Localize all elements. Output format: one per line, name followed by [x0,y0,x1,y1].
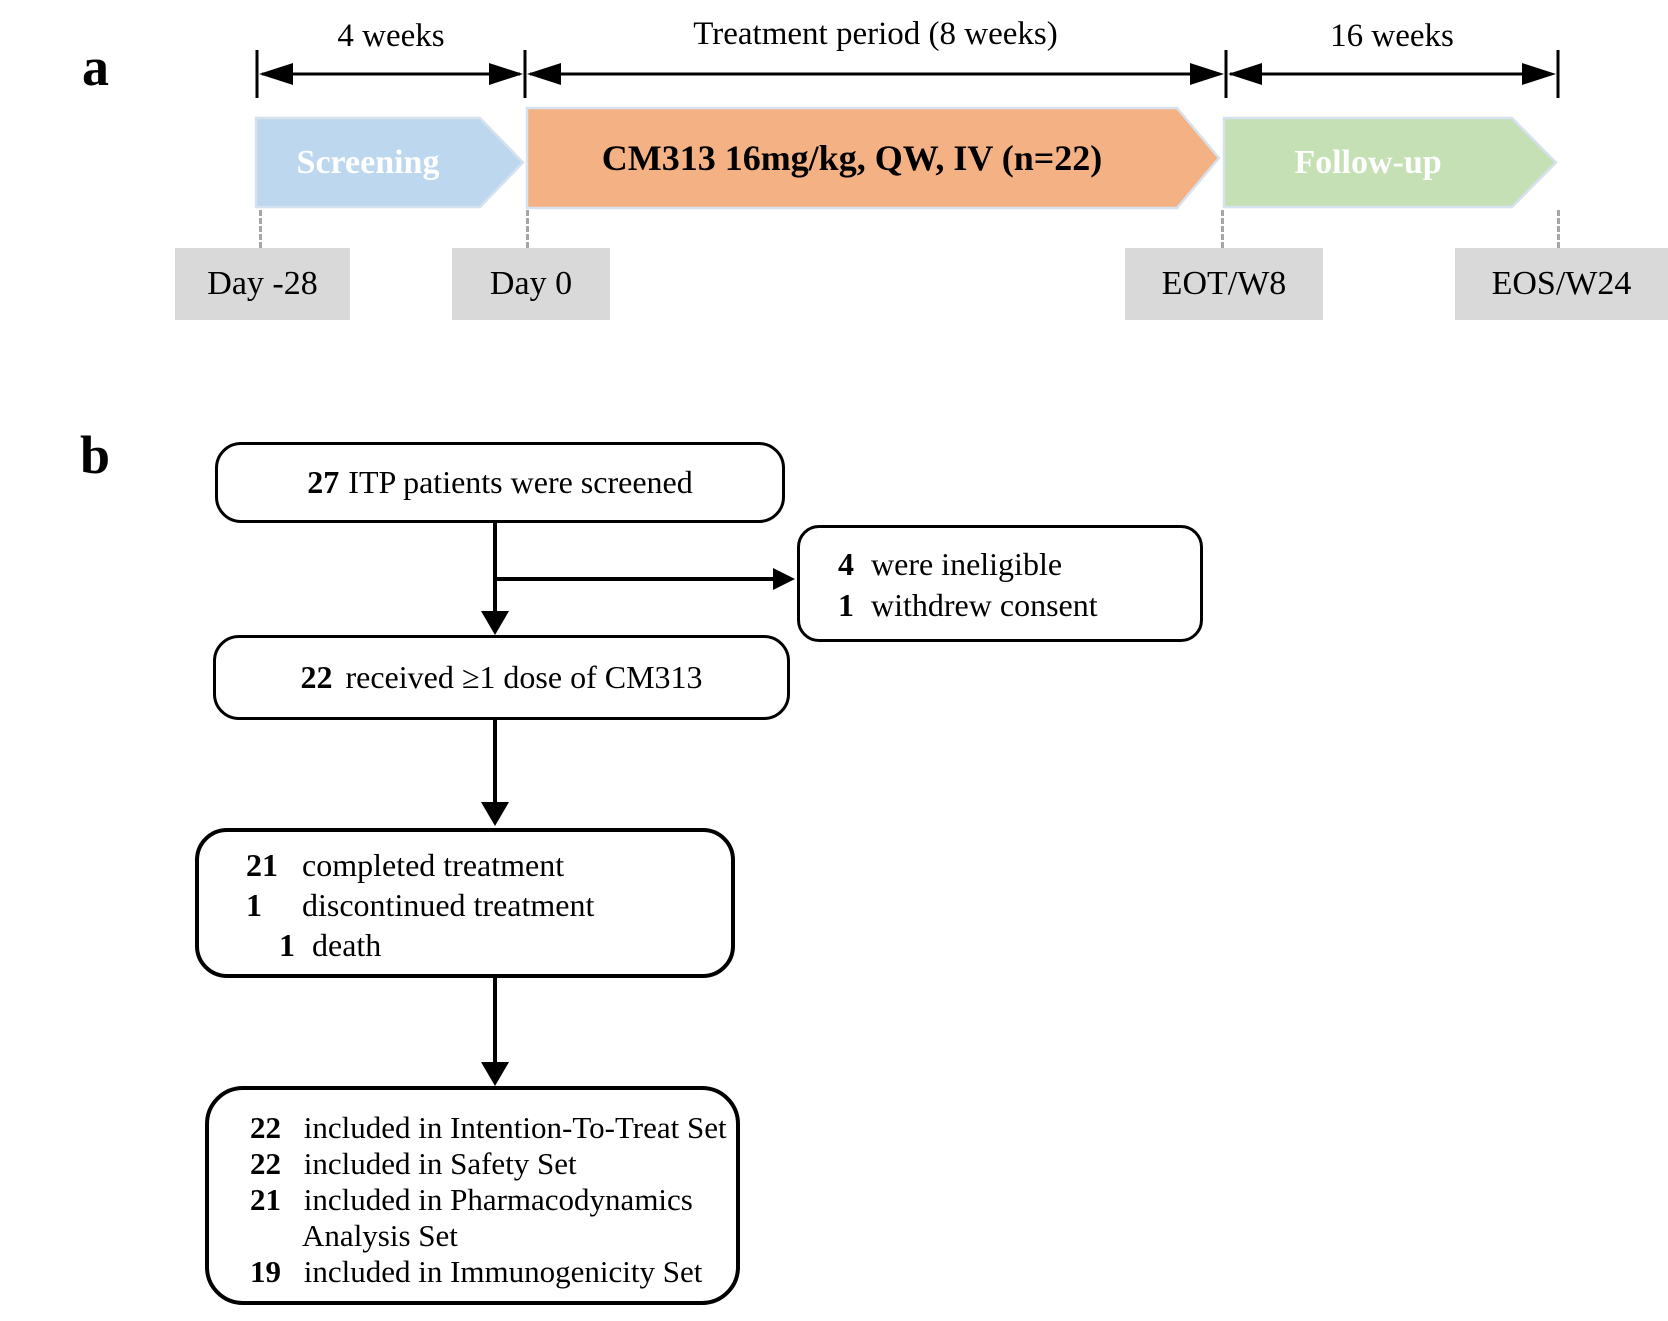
flow-arrow-line [493,978,497,1064]
pd-set-line-continuation: Analysis Set [250,1218,736,1254]
discontinued-count: 1 [246,887,262,923]
screening-phase-label: Screening [296,144,440,181]
flow-arrowhead-down-icon [481,611,509,635]
death-line: 1 death [279,925,731,965]
dashed-connector-eos [1557,210,1560,248]
dosed-text: received ≥1 dose of CM313 [345,659,703,695]
pd-text: included in Pharmacodynamics [303,1182,693,1217]
flow-arrow-line [493,523,497,613]
arrowhead-left-icon [1228,63,1262,85]
branch-arrow-line [495,577,775,581]
safety-count: 22 [250,1146,281,1181]
screened-box: 27 ITP patients were screened [215,442,785,523]
death-text: death [312,927,382,963]
milestone-eos-w24: EOS/W24 [1455,248,1668,320]
immunogenicity-text: included in Immunogenicity Set [303,1254,703,1289]
treatment-phase-label: CM313 16mg/kg, QW, IV (n=22) [601,138,1103,178]
dashed-connector-eot [1221,210,1224,248]
pd-set-line: 21 included in Pharmacodynamics [250,1182,736,1218]
arrowhead-left-icon [259,63,293,85]
immunogenicity-count: 19 [250,1254,281,1289]
arrowhead-right-icon [1522,63,1556,85]
discontinued-text: discontinued treatment [302,887,595,923]
discontinued-line: 1 discontinued treatment [246,885,731,925]
immunogenicity-set-line: 19 included in Immunogenicity Set [250,1254,736,1290]
branch-arrowhead-right-icon [773,568,795,590]
flow-arrow-line [493,720,497,804]
pd-continuation-text: Analysis Set [302,1218,458,1253]
panel-a-label: a [82,37,109,97]
followup-phase-arrow [1222,116,1558,209]
analysis-sets-box: 22 included in Intention-To-Treat Set 22… [205,1086,740,1305]
pd-count: 21 [250,1182,281,1217]
timeline-label-16-weeks: 16 weeks [1330,18,1454,54]
excluded-box: 4 were ineligible 1 withdrew consent [797,525,1203,642]
timeline-label-4-weeks: 4 weeks [337,18,445,54]
completed-text: completed treatment [302,847,565,883]
ineligible-count: 4 [838,546,854,582]
excluded-line-withdrew: 1 withdrew consent [838,585,1200,626]
arrowhead-right-icon [1190,63,1224,85]
screened-count: 27 [307,464,340,500]
completed-line: 21 completed treatment [246,845,731,885]
phase-arrows [254,106,1558,210]
completed-count: 21 [246,847,278,883]
timeline-ruler [255,50,1560,98]
dashed-connector-day-28 [259,210,262,248]
timeline-label-treatment-period: Treatment period (8 weeks) [693,16,1058,52]
flow-arrowhead-down-icon [481,1062,509,1086]
screening-phase-arrow [254,116,525,209]
panel-b-label: b [80,425,111,485]
withdrew-text: withdrew consent [871,587,1098,623]
itt-text: included in Intention-To-Treat Set [303,1110,727,1145]
dashed-connector-day-0 [526,210,529,248]
flow-arrowhead-down-icon [481,802,509,826]
screened-text: ITP patients were screened [348,464,693,500]
ineligible-text: were ineligible [871,546,1063,582]
dosed-box: 22 received ≥1 dose of CM313 [213,635,790,720]
dosed-count: 22 [300,659,333,695]
milestone-eot-w8: EOT/W8 [1125,248,1323,320]
treatment-phase-arrow [525,106,1221,210]
safety-set-line: 22 included in Safety Set [250,1146,736,1182]
milestone-day-28: Day -28 [175,248,350,320]
safety-text: included in Safety Set [303,1146,577,1181]
arrowhead-left-icon [527,63,561,85]
death-count: 1 [279,927,295,963]
itt-set-line: 22 included in Intention-To-Treat Set [250,1110,736,1146]
withdrew-count: 1 [838,587,854,623]
arrowhead-right-icon [489,63,523,85]
treatment-outcome-box: 21 completed treatment 1 discontinued tr… [195,828,735,978]
followup-phase-label: Follow-up [1294,144,1442,181]
excluded-line-ineligible: 4 were ineligible [838,544,1200,585]
milestone-day-0: Day 0 [452,248,610,320]
itt-count: 22 [250,1110,281,1145]
